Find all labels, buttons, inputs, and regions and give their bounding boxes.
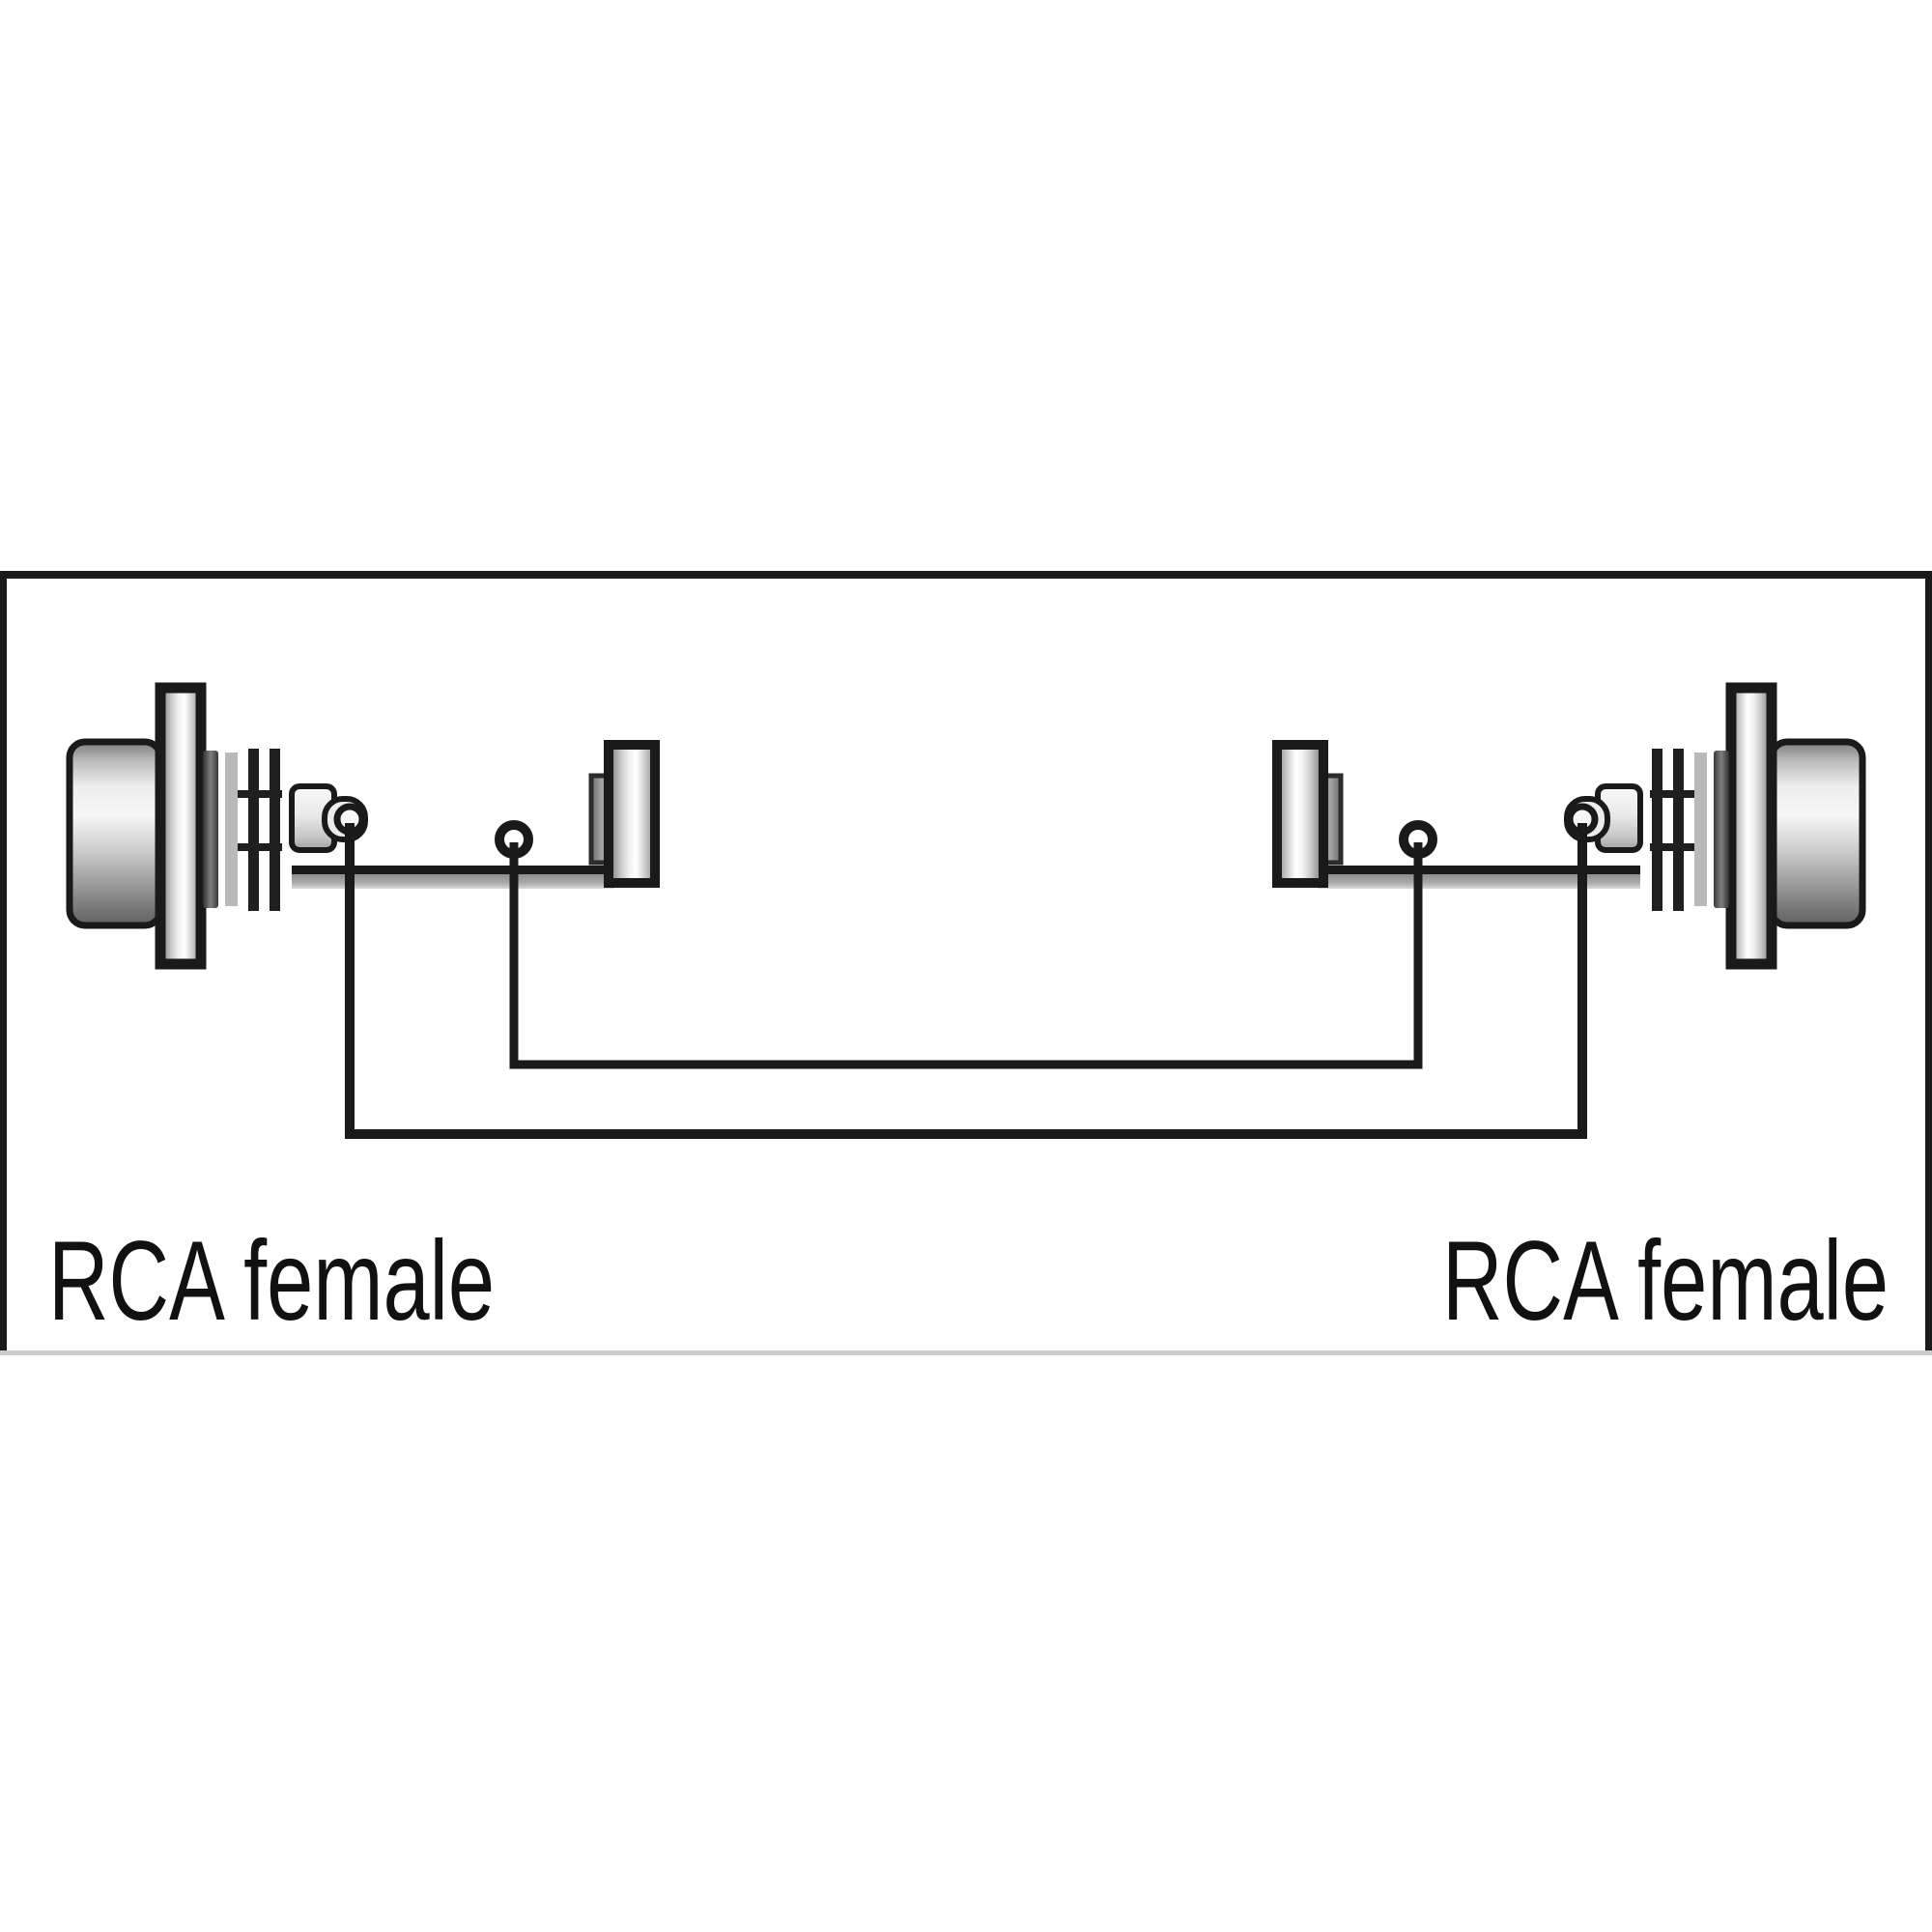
frame-right-border bbox=[1925, 571, 1932, 1355]
pin-to-pin-signal-wire bbox=[345, 823, 1587, 1139]
diagram-frame bbox=[0, 571, 1932, 1355]
frame-bottom-border bbox=[0, 1350, 1932, 1355]
lug-to-lug-ground-wire bbox=[509, 842, 1423, 1069]
right-connector-label: RCA female bbox=[1442, 1217, 1889, 1344]
left-connector-label: RCA female bbox=[48, 1217, 495, 1344]
frame-left-border bbox=[0, 571, 7, 1355]
frame-top-border bbox=[0, 571, 1932, 579]
connection-wires bbox=[345, 823, 1587, 1139]
